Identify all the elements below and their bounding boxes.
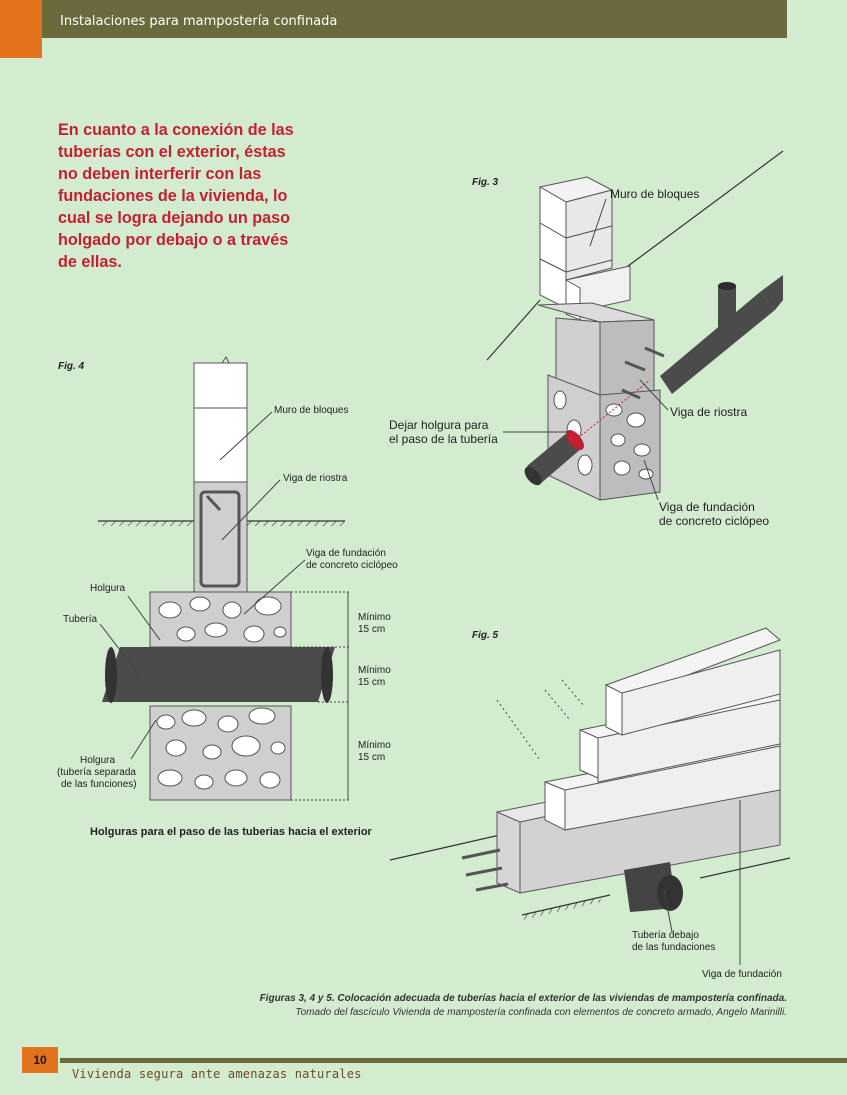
fig4-min3-b: 15 cm bbox=[358, 752, 386, 763]
fig4-holgura2-2: (tubería separada bbox=[57, 767, 136, 778]
fig5-label: Fig. 5 bbox=[472, 630, 499, 641]
figure-caption: Figuras 3, 4 y 5. Colocación adecuada de… bbox=[259, 993, 787, 1004]
fig4-caption: Holguras para el paso de las tuberias ha… bbox=[90, 826, 372, 838]
figure-source: Tomado del fascículo Vivienda de mampost… bbox=[295, 1007, 787, 1018]
fig4-holgura-label: Holgura bbox=[90, 583, 126, 594]
section-title: Instalaciones para mampostería confinada bbox=[60, 14, 338, 29]
footer-title: Vivienda segura ante amenazas naturales bbox=[72, 1067, 362, 1081]
fig4-riostra-label: Viga de riostra bbox=[283, 473, 348, 484]
fig3-fundacion-label-1: Viga de fundación bbox=[659, 500, 755, 514]
page-number: 10 bbox=[22, 1047, 58, 1073]
figure-5-drawing bbox=[389, 627, 791, 965]
fig4-label: Fig. 4 bbox=[58, 361, 85, 372]
header-accent bbox=[0, 0, 42, 58]
fig4-holgura2-1: Holgura bbox=[80, 755, 116, 766]
fig3-holgura-label-2: el paso de la tubería bbox=[389, 432, 498, 446]
fig3-muro-label: Muro de bloques bbox=[610, 187, 700, 201]
fig4-min2-b: 15 cm bbox=[358, 677, 386, 688]
intro-text: En cuanto a la conexión de las tuberías … bbox=[58, 121, 294, 271]
fig4-fundacion-label-2: de concreto ciclópeo bbox=[306, 560, 398, 571]
fig4-fundacion-label-1: Viga de fundación bbox=[306, 548, 386, 559]
fig4-min1-a: Mínimo bbox=[358, 612, 391, 623]
fig5-tuberia-label-1: Tubería debajo bbox=[632, 930, 699, 941]
fig4-min1-b: 15 cm bbox=[358, 624, 386, 635]
fig3-label: Fig. 3 bbox=[472, 177, 499, 188]
fig3-fundacion-label-2: de concreto ciclópeo bbox=[659, 514, 770, 528]
fig4-holgura2-3: de las funciones) bbox=[61, 779, 137, 790]
figure-4-drawing bbox=[98, 356, 350, 801]
fig4-min3-a: Mínimo bbox=[358, 740, 391, 751]
figure-3-drawing bbox=[486, 150, 784, 501]
fig3-riostra-label: Viga de riostra bbox=[670, 405, 748, 419]
footer-rule bbox=[60, 1058, 847, 1063]
fig3-holgura-label-1: Dejar holgura para bbox=[389, 418, 489, 432]
fig5-viga-label: Viga de fundación bbox=[702, 969, 782, 980]
fig4-muro-label: Muro de bloques bbox=[274, 405, 349, 416]
fig4-tuberia-label: Tubería bbox=[63, 614, 98, 625]
header-bar bbox=[0, 0, 787, 38]
fig5-tuberia-label-2: de las fundaciones bbox=[632, 942, 716, 953]
fig4-min2-a: Mínimo bbox=[358, 665, 391, 676]
